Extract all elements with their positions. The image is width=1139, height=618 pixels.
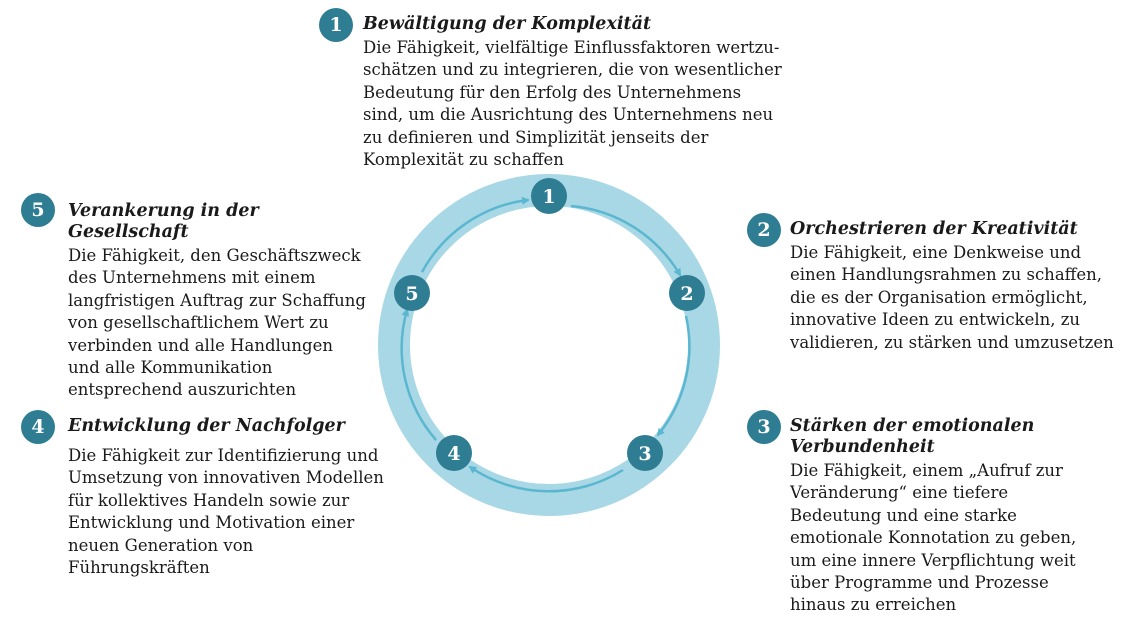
item-2-badge: 2 xyxy=(747,213,781,247)
cycle-arrow-2-3 xyxy=(656,315,691,437)
cycle-node-4: 4 xyxy=(436,435,472,471)
item-1-badge: 1 xyxy=(319,8,353,42)
item-1-description: Die Fähigkeit, vielfältige Einflussfakto… xyxy=(363,38,782,170)
item-3-title: Stärken der emotionalen Verbundenheit xyxy=(790,416,1035,457)
cycle-arrow-4-5 xyxy=(400,308,437,441)
item-5-description: Die Fähigkeit, den Geschäftszweck des Un… xyxy=(68,246,366,400)
item-3-badge: 3 xyxy=(747,410,781,444)
cycle-node-1: 1 xyxy=(531,178,567,214)
item-2-title: Orchestrieren der Kreativität xyxy=(790,219,1078,239)
cycle-node-label: 5 xyxy=(405,283,418,305)
cycle-node-label: 3 xyxy=(638,443,651,465)
item-3-description: Die Fähigkeit, einem „Aufruf zur Verände… xyxy=(790,461,1077,615)
cycle-arrow-1-2 xyxy=(570,204,682,277)
item-2-text: Orchestrieren der Kreativität Die Fähigk… xyxy=(790,219,1130,354)
item-2-description: Die Fähigkeit, eine Denkweise und einen … xyxy=(790,243,1114,352)
item-5-badge: 5 xyxy=(21,193,55,227)
cycle-arrow-5-1 xyxy=(420,196,530,273)
item-1-title: Bewältigung der Komplexität xyxy=(363,14,652,34)
item-4-text: Entwicklung der Nachfolger Die Fähigkeit… xyxy=(68,416,388,579)
item-3-text: Stärken der emotionalen Verbundenheit Di… xyxy=(790,416,1080,617)
cycle-node-label: 1 xyxy=(542,186,555,208)
cycle-node-3: 3 xyxy=(627,435,663,471)
cycle-arrow-3-4 xyxy=(468,465,624,493)
item-5-title: Verankerung in der Gesellschaft xyxy=(68,201,259,242)
item-4-description: Die Fähigkeit zur Identifizierung und Um… xyxy=(68,446,384,578)
cycle-node-5: 5 xyxy=(394,275,430,311)
item-4-badge: 4 xyxy=(21,410,55,444)
item-5-text: Verankerung in der Gesellschaft Die Fähi… xyxy=(68,201,368,402)
cycle-node-2: 2 xyxy=(669,275,705,311)
cycle-node-label: 4 xyxy=(447,443,460,465)
cycle-node-label: 2 xyxy=(680,283,693,305)
item-1-text: Bewältigung der Komplexität Die Fähigkei… xyxy=(363,14,783,171)
item-4-title: Entwicklung der Nachfolger xyxy=(68,416,345,436)
